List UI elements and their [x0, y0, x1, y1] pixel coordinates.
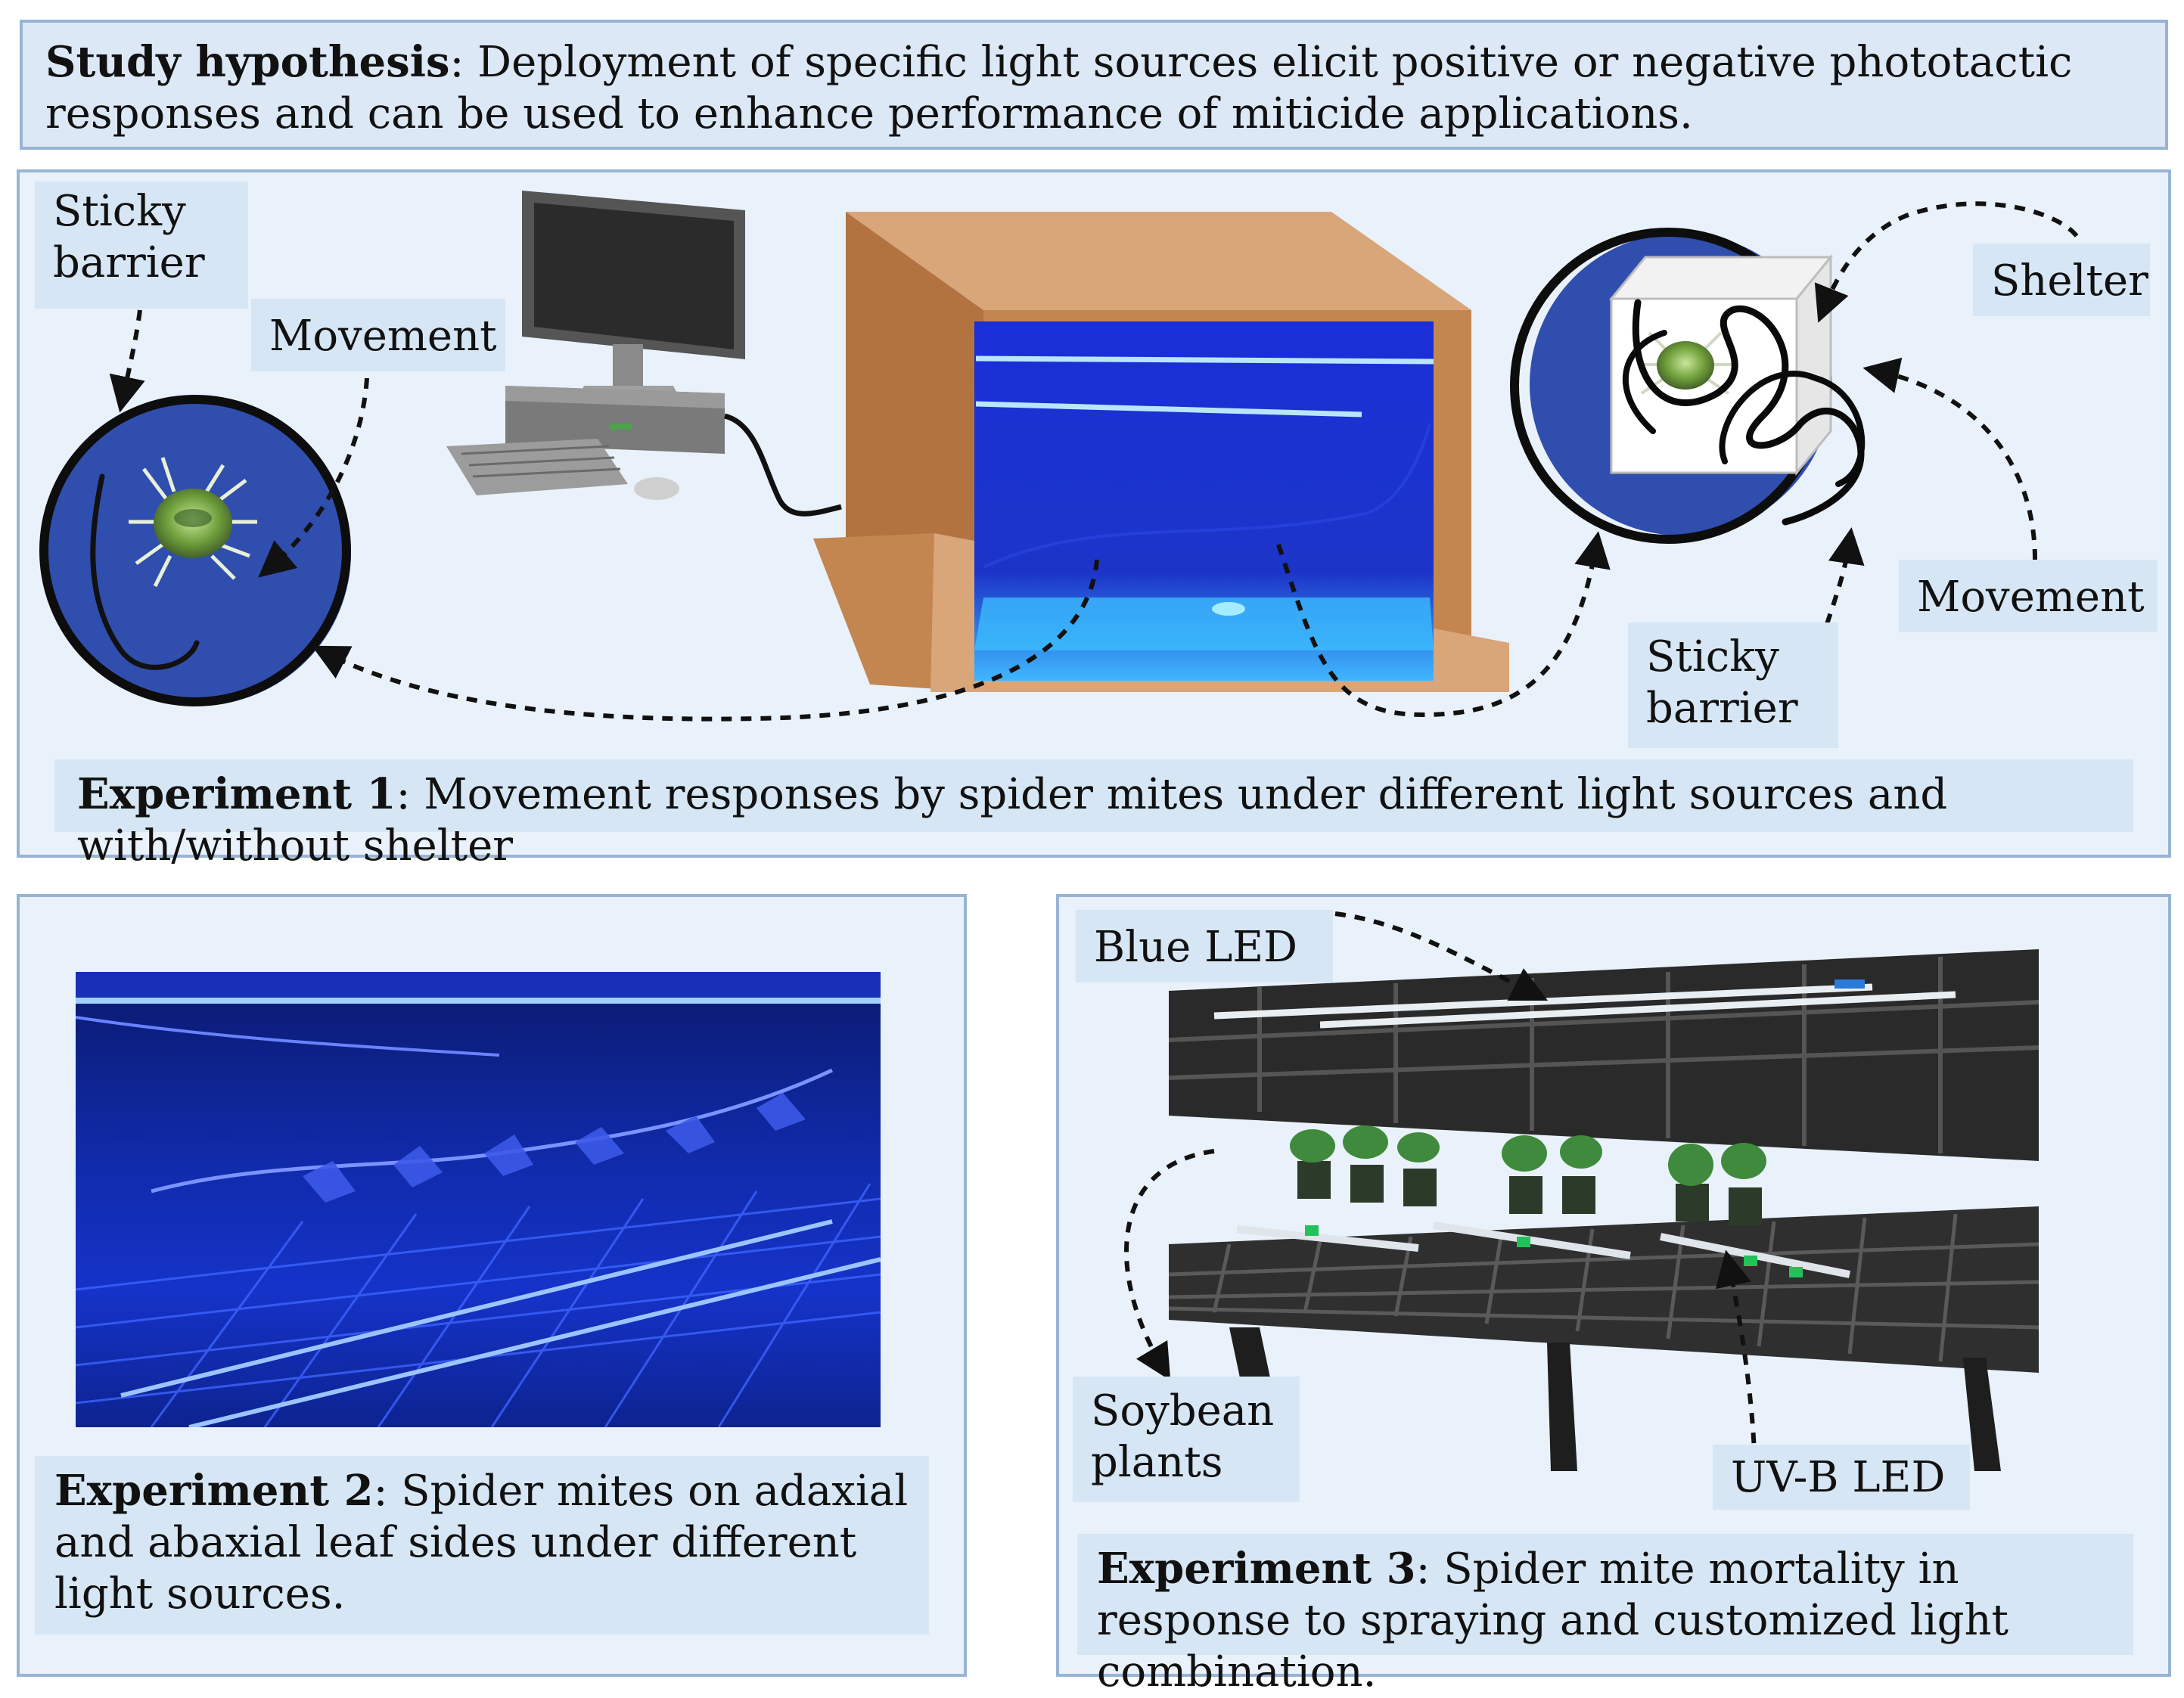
right-arena [1510, 228, 1866, 544]
experiment2-caption-text: : Spider mites on adaxial and abaxial le… [54, 1467, 909, 1619]
experiment3-caption-text: : Spider mite mortality in response to s… [1097, 1544, 2009, 1696]
experiment3-photo [1169, 949, 2039, 1471]
experiment2-photo [76, 972, 881, 1427]
spider-mite-icon [1638, 331, 1732, 395]
experiment2-caption-title: Experiment 2 [54, 1466, 374, 1516]
label-sticky-barrier-left: Sticky barrier [35, 182, 248, 309]
desktop-computer-icon [446, 191, 842, 517]
experiment1-caption: Experiment 1: Movement responses by spid… [54, 759, 2133, 871]
label-uvb-led: UV-B LED [1713, 1445, 1970, 1510]
experiment1-caption-title: Experiment 1 [77, 769, 396, 819]
label-shelter: Shelter [1973, 244, 2150, 316]
label-soybean-plants: Soybean plants [1073, 1377, 1300, 1502]
experiment1-graphics [39, 191, 2079, 722]
experiment3-caption-title: Experiment 3 [1097, 1544, 1416, 1594]
left-arena [39, 395, 351, 706]
spider-mite-icon [129, 457, 257, 588]
label-movement-left: Movement [251, 299, 505, 371]
experiment1-caption-text: : Movement responses by spider mites und… [77, 770, 1948, 871]
label-movement-right: Movement [1899, 560, 2158, 632]
label-blue-led: Blue LED [1076, 910, 1333, 982]
hypothesis-text: : Deployment of specific light sources e… [45, 38, 2073, 138]
label-sticky-barrier-right: Sticky barrier [1628, 622, 1838, 748]
light-chamber-box [813, 212, 1509, 692]
hypothesis-title: Study hypothesis [45, 37, 450, 87]
experiment3-caption: Experiment 3: Spider mite mortality in r… [1077, 1534, 2133, 1696]
hypothesis-box: Study hypothesis: Deployment of specific… [20, 20, 2168, 150]
experiment2-caption: Experiment 2: Spider mites on adaxial an… [35, 1456, 929, 1634]
